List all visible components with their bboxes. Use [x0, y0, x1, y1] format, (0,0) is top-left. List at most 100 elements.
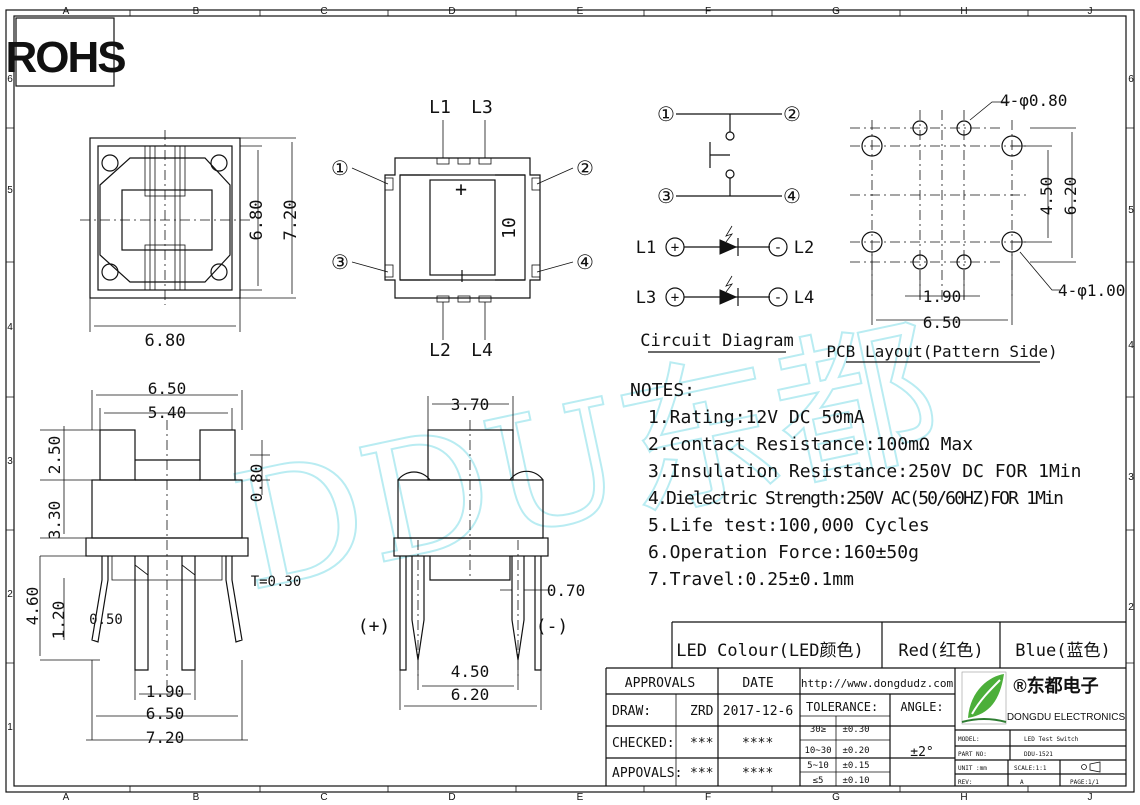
col-label: D: [448, 6, 455, 17]
tb-angle-value: ±2°: [910, 745, 933, 760]
tb-rev-val: A: [1020, 779, 1024, 786]
circuit-l2: L2: [794, 238, 814, 258]
pcb-dim-650: 6.50: [923, 313, 962, 332]
front-plus: (+): [358, 616, 391, 637]
circuit-plus-1: +: [671, 240, 679, 256]
col-label: E: [577, 792, 584, 803]
led-red: Red(红色): [898, 641, 983, 661]
company-logo: [961, 671, 1007, 725]
tb-appr-date: ****: [742, 766, 773, 781]
row-label: 3: [1128, 472, 1134, 483]
pin-2-label: ②: [576, 156, 594, 180]
row-label: 6: [7, 74, 13, 85]
col-label: B: [193, 6, 200, 17]
circuit-pin-4: ④: [783, 184, 801, 208]
rohs-box: [15, 17, 115, 87]
front-dim-070: 0.70: [547, 581, 586, 600]
circuit-pin-2: ②: [783, 102, 801, 126]
grid-rows-right: 6 5 4 3 2: [1128, 74, 1134, 613]
side-dim-6502: 6.50: [146, 704, 185, 723]
col-label: D: [448, 792, 455, 803]
row-label: 4: [1128, 340, 1134, 351]
col-label: F: [705, 6, 711, 17]
tb-url[interactable]: http://www.dongdudz.com: [801, 677, 954, 690]
col-label: J: [1088, 6, 1093, 17]
rohs-mark: ROHS: [5, 33, 125, 82]
dim-top-680v: 6.80: [247, 200, 267, 241]
side-dim-t: T=0.30: [251, 574, 302, 590]
circuit-l3: L3: [636, 288, 656, 308]
side-dim-460: 4.60: [23, 587, 42, 626]
col-label: E: [577, 6, 584, 17]
circuit-pin-3: ③: [657, 184, 675, 208]
side-dim-250: 2.50: [45, 436, 64, 475]
tb-appr-name: ***: [690, 766, 713, 781]
tol-range: ≤5: [813, 776, 824, 786]
tb-part-label: PART NO:: [958, 751, 987, 758]
pcb-dim-620: 6.20: [1061, 177, 1080, 216]
grid-cols-top: A B C D E F G H J: [63, 6, 1093, 17]
pin-3-label: ③: [331, 250, 349, 274]
circuit-pin-1: ①: [657, 102, 675, 126]
col-label: A: [63, 6, 70, 17]
tb-draw: DRAW:: [612, 704, 651, 719]
tol-value: ±0.30: [842, 725, 869, 735]
tb-checked: CHECKED:: [612, 736, 675, 751]
pcb-hole-small: 4-φ0.80: [1000, 91, 1067, 110]
tol-value: ±0.15: [842, 761, 869, 771]
side-dim-190: 1.90: [146, 682, 185, 701]
row-label: 4: [7, 322, 13, 333]
circuit-minus-2: -: [774, 290, 782, 306]
note-7: 7.Travel:0.25±0.1mm: [648, 569, 854, 590]
note-4: 4.Dielectric Strength:250V AC(50/60HZ)FO…: [648, 488, 1064, 509]
tb-angle: ANGLE:: [900, 700, 943, 714]
circuit-minus-1: -: [774, 240, 782, 256]
company-name-en: DONGDU ELECTRONICS: [1007, 712, 1126, 723]
pin-4-label: ④: [576, 250, 594, 274]
projection-symbol-icon: [1081, 761, 1101, 773]
tb-scale: SCALE:1:1: [1014, 765, 1047, 772]
tb-approvals: APPROVALS: [625, 676, 695, 691]
circuit-diagram: [648, 113, 788, 353]
tol-range: 5~10: [807, 761, 829, 771]
side-view: [39, 390, 270, 741]
tb-unit: UNIT :mm: [958, 765, 987, 772]
tb-tolerance: TOLERANCE:: [806, 700, 878, 714]
row-label: 3: [7, 456, 13, 467]
led-l1-label: L1: [429, 97, 451, 118]
col-label: H: [960, 792, 967, 803]
side-dim-330: 3.30: [45, 501, 64, 540]
plus-mark: +: [455, 177, 467, 201]
circuit-l1: L1: [636, 238, 656, 258]
pin-1-label: ①: [331, 156, 349, 180]
col-label: B: [193, 792, 200, 803]
row-label: 1: [7, 722, 13, 733]
grid-cols-bottom: A B C D E F G H J: [63, 792, 1093, 803]
pin-view: [351, 120, 574, 340]
tb-checked-date: ****: [742, 736, 773, 751]
tb-page: PAGE:1/1: [1070, 779, 1099, 786]
dim-top-720: 7.20: [281, 200, 301, 241]
top-view: [80, 130, 296, 332]
row-label: 2: [1128, 602, 1134, 613]
pcb-hole-large: 4-φ1.00: [1058, 281, 1125, 300]
tb-draw-date: 2017-12-6: [723, 704, 793, 719]
row-label: 2: [7, 589, 13, 600]
circuit-title: Circuit Diagram: [640, 331, 794, 351]
col-label: F: [705, 792, 711, 803]
tb-draw-name: ZRD: [690, 704, 714, 719]
tb-part: DDU-1521: [1024, 751, 1053, 758]
title-block: [605, 668, 1126, 786]
row-label: 6: [1128, 74, 1134, 85]
pcb-dim-450: 4.50: [1037, 177, 1056, 216]
tb-date: DATE: [742, 676, 773, 691]
grid-ticks: [6, 10, 1134, 792]
circuit-plus-2: +: [671, 290, 679, 306]
pcb-title: PCB Layout(Pattern Side): [826, 342, 1057, 361]
side-dim-080: 0.80: [247, 464, 266, 503]
led-colour-table: [606, 621, 1126, 669]
note-3: 3.Insulation Resistance:250V DC FOR 1Min: [648, 461, 1081, 482]
front-dim-620: 6.20: [451, 685, 490, 704]
side-dim-650: 6.50: [148, 379, 187, 398]
